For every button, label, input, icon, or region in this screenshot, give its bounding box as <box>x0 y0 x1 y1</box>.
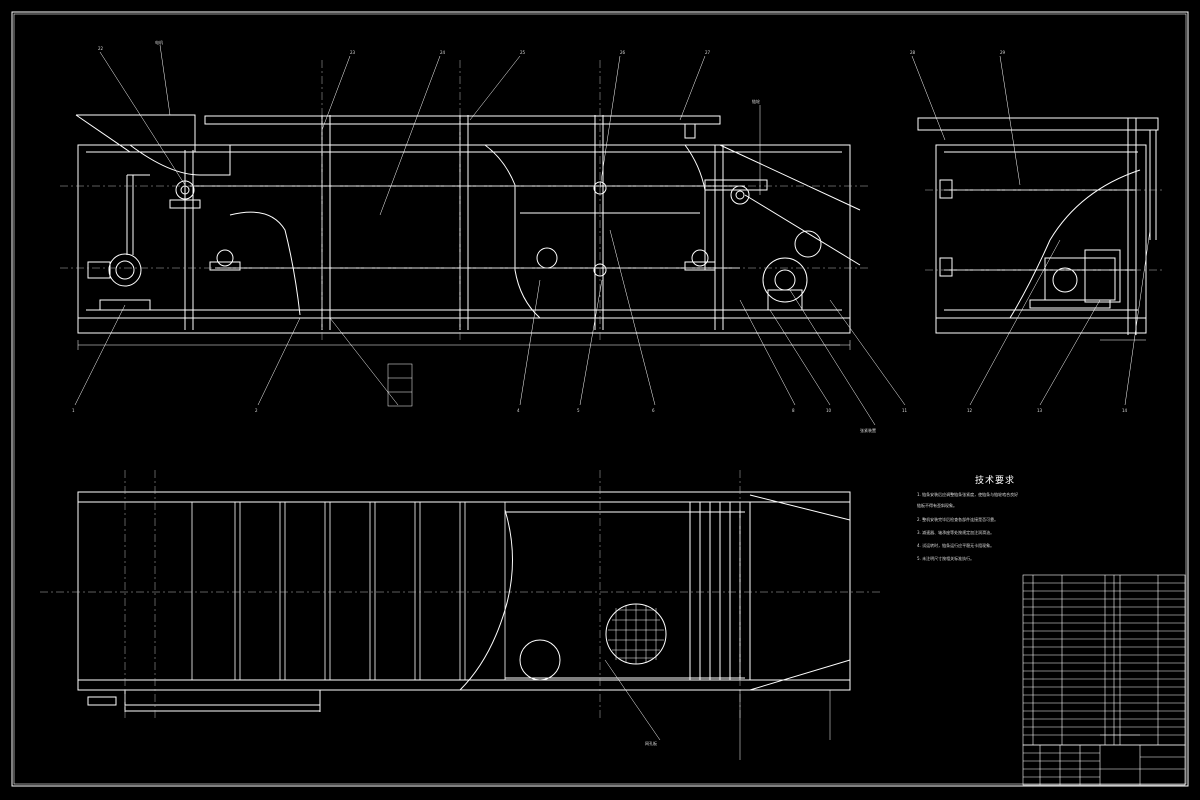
title-block <box>1022 734 1186 786</box>
callout-top-7: 28 <box>910 50 916 55</box>
side-leader-lines <box>911 55 1151 406</box>
callout-top-8: 29 <box>1000 50 1006 55</box>
callout-bottom-6: 8 <box>792 408 795 413</box>
callout-bottom-3: 4 <box>517 408 520 413</box>
callout-bottom-5: 6 <box>652 408 655 413</box>
plan-leader-lines <box>604 659 831 760</box>
callout-bottom-2: 2 <box>255 408 258 413</box>
tech-req-line-1: 1. 链条安装后应调整链条张紧度，使链条与链轮啮合良好 <box>917 492 1019 497</box>
plan-center-lines <box>40 470 880 720</box>
sheet-border <box>11 11 1189 787</box>
callout-bottom-10: 13 <box>1037 408 1043 413</box>
front-center-lines <box>60 60 870 340</box>
bill-of-materials <box>1022 574 1186 746</box>
plan-note: 网孔板 <box>645 740 657 746</box>
tech-req-line-2: 链板不得有歪斜现象。 <box>917 503 957 508</box>
left-annotation: 链轮 <box>752 98 760 104</box>
front-elevation-view <box>75 114 861 334</box>
callout-top-4: 25 <box>520 50 526 55</box>
tech-requirements-title: 技术要求 <box>975 476 1016 486</box>
callout-top-6: 27 <box>705 50 711 55</box>
callout-bottom-1: 1 <box>72 408 75 413</box>
callout-top-2: 23 <box>350 50 356 55</box>
front-dimension-lines <box>77 340 851 407</box>
side-view <box>917 117 1159 335</box>
callout-top-1: 22 <box>98 46 104 51</box>
callout-top-5: 26 <box>620 50 626 55</box>
front-leader-lines <box>74 44 906 426</box>
callout-bottom-8: 11 <box>902 408 908 413</box>
tech-req-line-4: 3. 减速器、轴承座等处按规定加注润滑油。 <box>917 530 995 535</box>
callout-top-3: 24 <box>440 50 446 55</box>
side-note: 张紧装置 <box>860 427 876 433</box>
callout-bottom-7: 10 <box>826 408 832 413</box>
tech-req-line-5: 4. 试运转时，链条运行应平稳无卡阻现象。 <box>917 543 995 548</box>
callout-bottom-9: 12 <box>967 408 973 413</box>
callout-bottom-11: 14 <box>1122 408 1128 413</box>
tech-req-line-6: 5. 未注明尺寸按相关标准执行。 <box>917 556 975 561</box>
top-annotation: 电机 <box>155 39 163 45</box>
sheet-inner-border <box>13 13 1187 785</box>
callout-bottom-4: 5 <box>577 408 580 413</box>
tech-req-line-3: 2. 整机安装完毕后检查各部件连接是否可靠。 <box>917 517 999 522</box>
side-center-lines <box>925 189 1165 271</box>
mesh-grid <box>608 604 664 664</box>
plan-view <box>77 491 851 712</box>
